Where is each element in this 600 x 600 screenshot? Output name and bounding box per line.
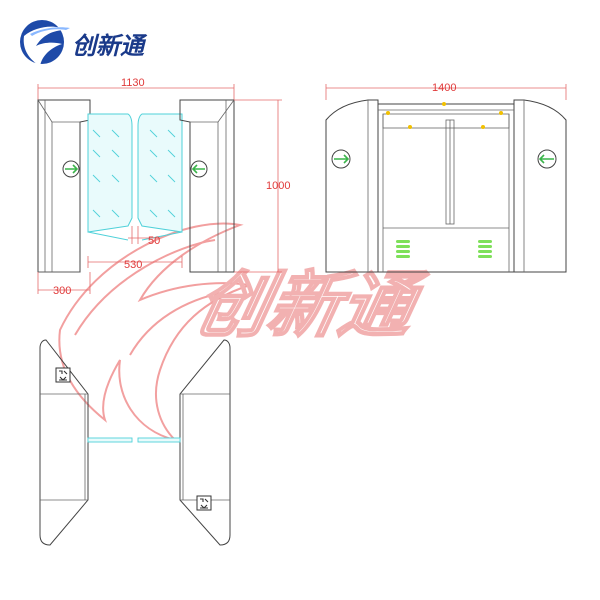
- top-view-glass-wings: [87, 437, 181, 443]
- led-dot-icon: [499, 111, 503, 115]
- left-glass-wing: [87, 113, 133, 241]
- top-view-left-cabinet: [39, 339, 89, 546]
- dim-label-300: 300: [53, 285, 71, 297]
- dimension-overall-width-side: 1130: [37, 77, 235, 100]
- watermark-logo-icon: [58, 222, 251, 442]
- brand-name: 创新通: [72, 32, 148, 60]
- top-view: [39, 339, 231, 546]
- brand-logo: 创新通: [20, 20, 148, 66]
- right-vent-light: [478, 240, 492, 258]
- side-view: 1130: [37, 77, 290, 297]
- left-vent-light: [396, 240, 410, 258]
- led-dot-icon: [442, 102, 446, 106]
- dimension-cabinet-width: 300: [37, 272, 91, 297]
- top-view-right-cabinet: [179, 339, 231, 546]
- front-left-arrow-indicator: [331, 149, 351, 169]
- dimension-gap: 50: [128, 226, 160, 247]
- dimension-height: 1000: [234, 99, 290, 273]
- led-dot-icon: [386, 111, 390, 115]
- right-glass-hatch: [149, 129, 176, 218]
- dimension-passage: 530: [87, 256, 183, 271]
- front-view: 1400: [325, 82, 567, 273]
- dim-label-1000: 1000: [266, 180, 290, 192]
- right-arrow-indicator: [190, 160, 208, 178]
- dim-label-530: 530: [124, 259, 142, 271]
- top-view-right-reader: [196, 495, 212, 511]
- front-center-frame: [377, 103, 515, 273]
- top-view-left-reader: [55, 367, 71, 383]
- right-glass-wing: [137, 113, 183, 241]
- front-left-cabinet: [325, 99, 379, 273]
- dim-label-1130: 1130: [121, 77, 145, 89]
- left-glass-hatch: [92, 129, 120, 218]
- dim-label-1400: 1400: [432, 82, 456, 94]
- led-dot-icon: [481, 125, 485, 129]
- led-indicators: [386, 102, 503, 129]
- led-dot-icon: [408, 125, 412, 129]
- watermark-text: 创新通: [188, 264, 432, 348]
- left-arrow-indicator: [62, 160, 80, 178]
- watermark: 创新通: [58, 222, 433, 442]
- front-right-cabinet: [513, 99, 567, 273]
- front-right-arrow-indicator: [537, 149, 557, 169]
- dim-label-50: 50: [148, 235, 160, 247]
- left-cabinet-side: [37, 99, 91, 273]
- dimension-overall-width-front: 1400: [325, 82, 567, 100]
- brand-logo-icon: [20, 20, 70, 66]
